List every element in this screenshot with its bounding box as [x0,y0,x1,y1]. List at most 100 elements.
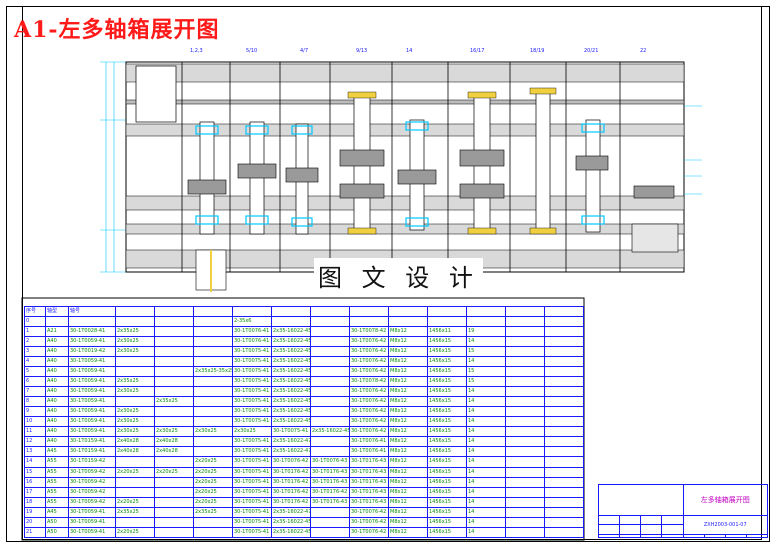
table-cell: 2x35-16022-47 [271,436,311,448]
table-cell [544,476,584,488]
dimension-lines [100,61,126,273]
header-cell [505,305,545,318]
table-cell [505,426,545,438]
table-cell: 2x35-16022-47 [271,506,311,518]
table-cell: 21 [24,526,46,539]
table-cell: 1456x15 [427,406,467,418]
table-cell: A55 [45,496,69,508]
header-cell [388,305,428,318]
table-cell: 2x35x25 [193,506,233,518]
table-cell: M8x12 [388,366,428,378]
table-cell [193,436,233,448]
svg-text:4/7: 4/7 [300,48,308,54]
table-cell: 14 [466,436,506,448]
table-cell: 1456x15 [427,516,467,528]
table-cell: M8x12 [388,516,428,528]
table-cell: 1456x15 [427,386,467,398]
table-cell [505,396,545,408]
table-cell: 4 [24,356,46,368]
table-cell: A40 [45,396,69,408]
table-cell: 2x30x25 [115,416,155,428]
table-cell: A40 [45,436,69,448]
table-cell [544,396,584,408]
table-cell [154,326,194,338]
section-separators [181,62,621,272]
table-cell [154,516,194,528]
table-cell: 7 [24,386,46,398]
table-cell: 30-1T0076-42 [349,396,389,408]
table-cell: 30-1T0176-42 [310,486,350,498]
table-cell: 1456x15 [427,356,467,368]
table-cell: 30-1T0059-41 [68,516,116,528]
table-cell: 5 [24,366,46,378]
table-cell: 30-1T0075-41 [232,516,272,528]
table-cell: 1456x15 [427,526,467,539]
table-cell: 2-35x6 [232,316,272,328]
svg-text:1,2,3: 1,2,3 [190,48,203,54]
table-cell: 2x20x25 [154,466,194,478]
table-cell [310,386,350,398]
table-cell: 14 [466,426,506,438]
svg-text:5/10: 5/10 [246,48,257,54]
table-cell: 30-1T0075-41 [232,496,272,508]
table-cell: 19 [24,506,46,518]
table-cell: 1456x15 [427,486,467,498]
table-cell [544,346,584,358]
table-cell: 11 [24,426,46,438]
table-cell: 30-1T0076-42 [349,526,389,539]
table-cell: 8 [24,396,46,408]
table-cell [505,416,545,428]
table-cell: M8x12 [388,446,428,458]
svg-text:18/19: 18/19 [530,48,544,54]
table-cell [154,336,194,348]
table-cell: 2x30x25 [115,346,155,358]
table-cell: 6 [24,376,46,388]
table-cell: 2x35-16022-45 [271,326,311,338]
table-cell [193,376,233,388]
table-cell: 2x35-16022-45 [271,336,311,348]
table-cell: A50 [45,516,69,528]
table-cell: 19 [466,326,506,338]
table-cell: 30-1T0059-41 [68,506,116,518]
table-header-row: 序号 轴型 轴号 [24,305,584,318]
table-cell: 10 [24,416,46,428]
table-cell [544,326,584,338]
drawing-name: 左多轴箱展开图 [682,484,768,516]
table-cell: 30-1T0076-42 [349,426,389,438]
table-cell: 14 [466,406,506,418]
table-cell: 2x20x25 [193,496,233,508]
table-cell: 14 [466,356,506,368]
table-cell: 30-1T0076-42 [349,506,389,518]
table-cell: 1456x15 [427,376,467,388]
table-cell: 1456x15 [427,446,467,458]
table-cell [193,346,233,358]
table-cell: 30-1T0159-42 [68,456,116,468]
table-cell [544,406,584,418]
table-cell [505,346,545,358]
table-cell [154,496,194,508]
table-cell: 2x20x25 [193,456,233,468]
table-cell: 30-1T0076-41 [349,436,389,448]
table-cell [505,446,545,458]
table-cell [154,476,194,488]
table-cell: 30-1T0019-42 [68,346,116,358]
table-cell [310,516,350,528]
table-cell: 30-1T0176-43 [349,466,389,478]
table-cell: 15 [466,366,506,378]
table-cell: 30-1T0075-41 [232,476,272,488]
table-cell: 2x35-16022-47 [271,446,311,458]
table-cell: 2x35-16022-45 [271,396,311,408]
table-cell [388,316,428,328]
table-cell [544,366,584,378]
table-cell: A55 [45,476,69,488]
table-cell: A40 [45,336,69,348]
table-cell [271,316,311,328]
table-cell: 3 [24,346,46,358]
